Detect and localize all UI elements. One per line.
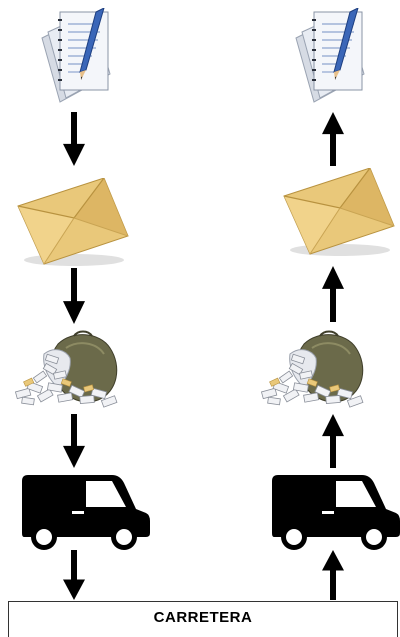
right-arrow-up-1 (322, 112, 344, 166)
right-arrow-up-2 (322, 266, 344, 322)
left-document-icon (34, 8, 118, 108)
right-van-icon (270, 472, 400, 554)
right-mail-bag-icon (260, 326, 374, 410)
left-arrow-down-1 (63, 112, 85, 166)
left-van-icon (20, 472, 152, 554)
road-label: CARRETERA (9, 609, 397, 626)
left-arrow-down-3 (63, 414, 85, 468)
right-document-icon (288, 8, 372, 108)
road-box: CARRETERA (8, 601, 398, 637)
right-arrow-up-3 (322, 414, 344, 468)
left-envelope-icon (16, 178, 134, 270)
left-mail-bag-icon (14, 326, 128, 410)
right-arrow-up-4 (322, 550, 344, 600)
right-envelope-icon (282, 168, 400, 260)
left-arrow-down-2 (63, 268, 85, 324)
left-arrow-down-4 (63, 550, 85, 600)
